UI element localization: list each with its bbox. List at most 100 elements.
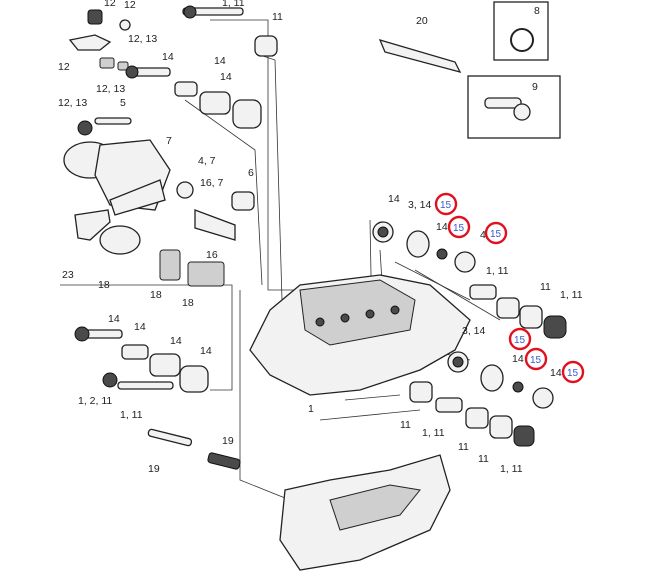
sleeve-row-upper xyxy=(174,81,262,129)
part-boot-4-upper xyxy=(454,251,476,273)
label-1-2-11: 1, 2, 11 xyxy=(78,395,112,407)
label-12-13-c: 12, 13 xyxy=(58,97,87,109)
highlight-labels: 15 15 15 15 15 15 xyxy=(440,200,579,379)
part-spring-18a xyxy=(159,249,181,281)
highlight-ring-6 xyxy=(561,360,585,384)
sleeve-row-lower-left xyxy=(74,326,209,393)
label-1-11-e: 1, 11 xyxy=(422,427,445,439)
part-bushing-top xyxy=(254,35,278,57)
callout-15-a: 15 xyxy=(440,200,452,211)
part-bolt-5 xyxy=(94,117,132,125)
label-1-11-c: 1, 11 xyxy=(560,289,583,301)
part-sleeve-c xyxy=(232,99,262,129)
part-bushing-tiny xyxy=(117,61,129,71)
label-18-c: 18 xyxy=(182,297,194,309)
part-bushing-small xyxy=(99,57,115,69)
part-piston-3-14-upper xyxy=(406,230,430,258)
label-12-b: 12 xyxy=(124,0,136,11)
part-pin-19 xyxy=(147,428,193,447)
part-20-strip xyxy=(378,38,462,73)
part-lever-23 xyxy=(74,209,111,241)
label-18-b: 18 xyxy=(150,289,162,301)
label-14-i: 14 xyxy=(200,345,212,357)
part-sleeve-d xyxy=(121,344,149,360)
part-labels: 12 12 1, 11 11 20 8 12, 13 12 14 12, 13 … xyxy=(58,0,583,475)
part-sleeve-i xyxy=(519,305,543,329)
part-piston-3-14-lower xyxy=(480,364,504,392)
label-11-d: 11 xyxy=(458,441,469,453)
part-bolt-head xyxy=(183,5,197,19)
label-18-a: 18 xyxy=(98,279,110,291)
leader-lines xyxy=(60,19,501,501)
highlight-ring-5 xyxy=(524,347,548,371)
label-11-b: 11 xyxy=(540,281,551,293)
part-guide-pin-head xyxy=(74,326,90,342)
label-1: 1 xyxy=(308,403,314,415)
piston-group-lower xyxy=(447,351,554,409)
label-14-g: 14 xyxy=(134,321,146,333)
part-spring-18b xyxy=(187,261,225,287)
highlight-ring-1 xyxy=(434,192,458,216)
part-sleeve-k xyxy=(409,381,433,403)
part-gasket xyxy=(109,179,166,216)
part-ring-14-lower xyxy=(512,381,524,393)
label-11-e: 11 xyxy=(478,453,489,465)
callout-15-c: 15 xyxy=(490,229,502,240)
part-spring-clip xyxy=(87,9,103,25)
part-sleeve-n xyxy=(489,415,513,439)
label-4: 4 xyxy=(480,229,486,241)
part-sleeve-j xyxy=(543,315,567,339)
label-3-14-a: 3, 14 xyxy=(408,199,432,211)
part-sleeve-l xyxy=(435,397,463,413)
part-sleeve-a xyxy=(174,81,198,97)
part-sleeve-f xyxy=(179,365,209,393)
callout-15-d: 15 xyxy=(514,335,526,346)
inset-box-8 xyxy=(493,1,549,61)
callout-15-e: 15 xyxy=(530,355,542,366)
label-14-a: 14 xyxy=(162,51,174,63)
sleeve-row-right-upper xyxy=(469,284,567,339)
label-14-j: 14 xyxy=(512,353,524,365)
sleeve-row-right-lower xyxy=(409,381,535,447)
highlight-rings xyxy=(434,192,585,384)
part-sleeve-e xyxy=(149,353,181,377)
label-9: 9 xyxy=(532,81,538,93)
label-8: 8 xyxy=(534,5,540,17)
piston-group-upper xyxy=(372,221,476,273)
label-1-11-f: 1, 11 xyxy=(500,463,523,475)
part-washer xyxy=(102,372,118,388)
part-sleeve-h xyxy=(496,297,520,319)
highlight-ring-2 xyxy=(447,215,471,239)
part-shaft-16 xyxy=(194,209,236,241)
label-14-d: 14 xyxy=(388,193,400,205)
part-caliper-top-face xyxy=(299,279,416,346)
part-ring-14-upper xyxy=(436,248,448,260)
label-16: 16 xyxy=(206,249,218,261)
part-boot-lower xyxy=(532,387,554,409)
label-12-13-b: 12, 13 xyxy=(96,83,125,95)
label-14-k: 14 xyxy=(550,367,562,379)
label-14-b: 14 xyxy=(214,55,226,67)
caliper-housing xyxy=(249,274,471,396)
label-1-11-d: 1, 11 xyxy=(120,409,143,421)
label-16-7: 16, 7 xyxy=(200,177,224,189)
label-7: 7 xyxy=(166,135,172,147)
part-nut xyxy=(77,120,93,136)
part-long-bolt-top xyxy=(182,7,244,16)
label-11-a: 11 xyxy=(272,11,283,23)
springs xyxy=(147,249,241,470)
label-12-a: 12 xyxy=(104,0,116,9)
part-sleeve-o xyxy=(513,425,535,447)
label-14-f: 14 xyxy=(108,313,120,325)
label-5: 5 xyxy=(120,97,126,109)
label-1-11-a: 1, 11 xyxy=(222,0,245,9)
carrier-bracket xyxy=(279,454,451,571)
label-12-13-a: 12, 13 xyxy=(128,33,157,45)
part-bracket xyxy=(68,34,112,51)
label-4-7: 4, 7 xyxy=(198,155,216,167)
part-strip-20 xyxy=(378,38,462,73)
label-12-c: 12 xyxy=(58,61,70,73)
part-sleeve-g xyxy=(469,284,497,300)
label-19-a: 19 xyxy=(222,435,234,447)
